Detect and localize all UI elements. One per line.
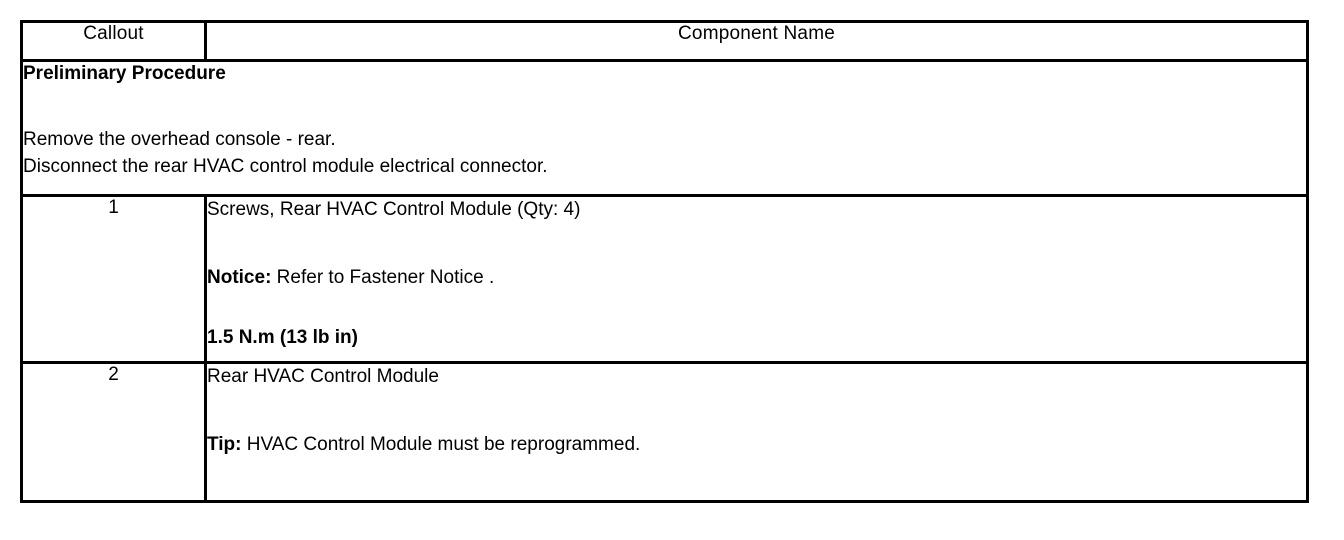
callout-number-2: 2 (20, 361, 207, 503)
notice-text: Refer to Fastener Notice . (271, 267, 495, 288)
column-header-callout: Callout (20, 20, 207, 62)
table-row: 2 Rear HVAC Control Module Tip: HVAC Con… (20, 361, 1309, 503)
tip-line-2: Tip: HVAC Control Module must be reprogr… (207, 432, 1306, 458)
component-name-2: Rear HVAC Control Module (207, 366, 439, 387)
component-detail-cell-1: Screws, Rear HVAC Control Module (Qty: 4… (204, 194, 1309, 364)
callout-number-1: 1 (20, 194, 207, 364)
table-body: Preliminary Procedure Remove the overhea… (20, 59, 1309, 503)
column-header-component-name: Component Name (204, 20, 1309, 62)
preliminary-step-2: Disconnect the rear HVAC control module … (23, 156, 548, 177)
table-header-row: Callout Component Name (20, 20, 1309, 62)
tip-text: HVAC Control Module must be reprogrammed… (241, 434, 641, 455)
component-name-1: Screws, Rear HVAC Control Module (Qty: 4… (207, 199, 581, 220)
torque-specification-1: 1.5 N.m (13 lb in) (207, 327, 358, 348)
component-detail-cell-2: Rear HVAC Control Module Tip: HVAC Contr… (204, 361, 1309, 503)
table-row: 1 Screws, Rear HVAC Control Module (Qty:… (20, 194, 1309, 364)
preliminary-procedure-cell: Preliminary Procedure Remove the overhea… (20, 59, 1309, 197)
tip-label: Tip: (207, 434, 242, 455)
service-procedure-table: Callout Component Name Preliminary Proce… (20, 20, 1309, 503)
preliminary-procedure-title: Preliminary Procedure (23, 63, 226, 84)
notice-label: Notice: (207, 267, 272, 288)
notice-line-1: Notice: Refer to Fastener Notice . (207, 265, 1306, 291)
detail-spacer (207, 390, 1306, 432)
detail-spacer (207, 291, 1306, 325)
detail-spacer (207, 223, 1306, 265)
preliminary-spacer (23, 86, 1306, 126)
table-header: Callout Component Name (20, 20, 1309, 62)
preliminary-procedure-row: Preliminary Procedure Remove the overhea… (20, 59, 1309, 197)
preliminary-step-1: Remove the overhead console - rear. (23, 129, 336, 150)
